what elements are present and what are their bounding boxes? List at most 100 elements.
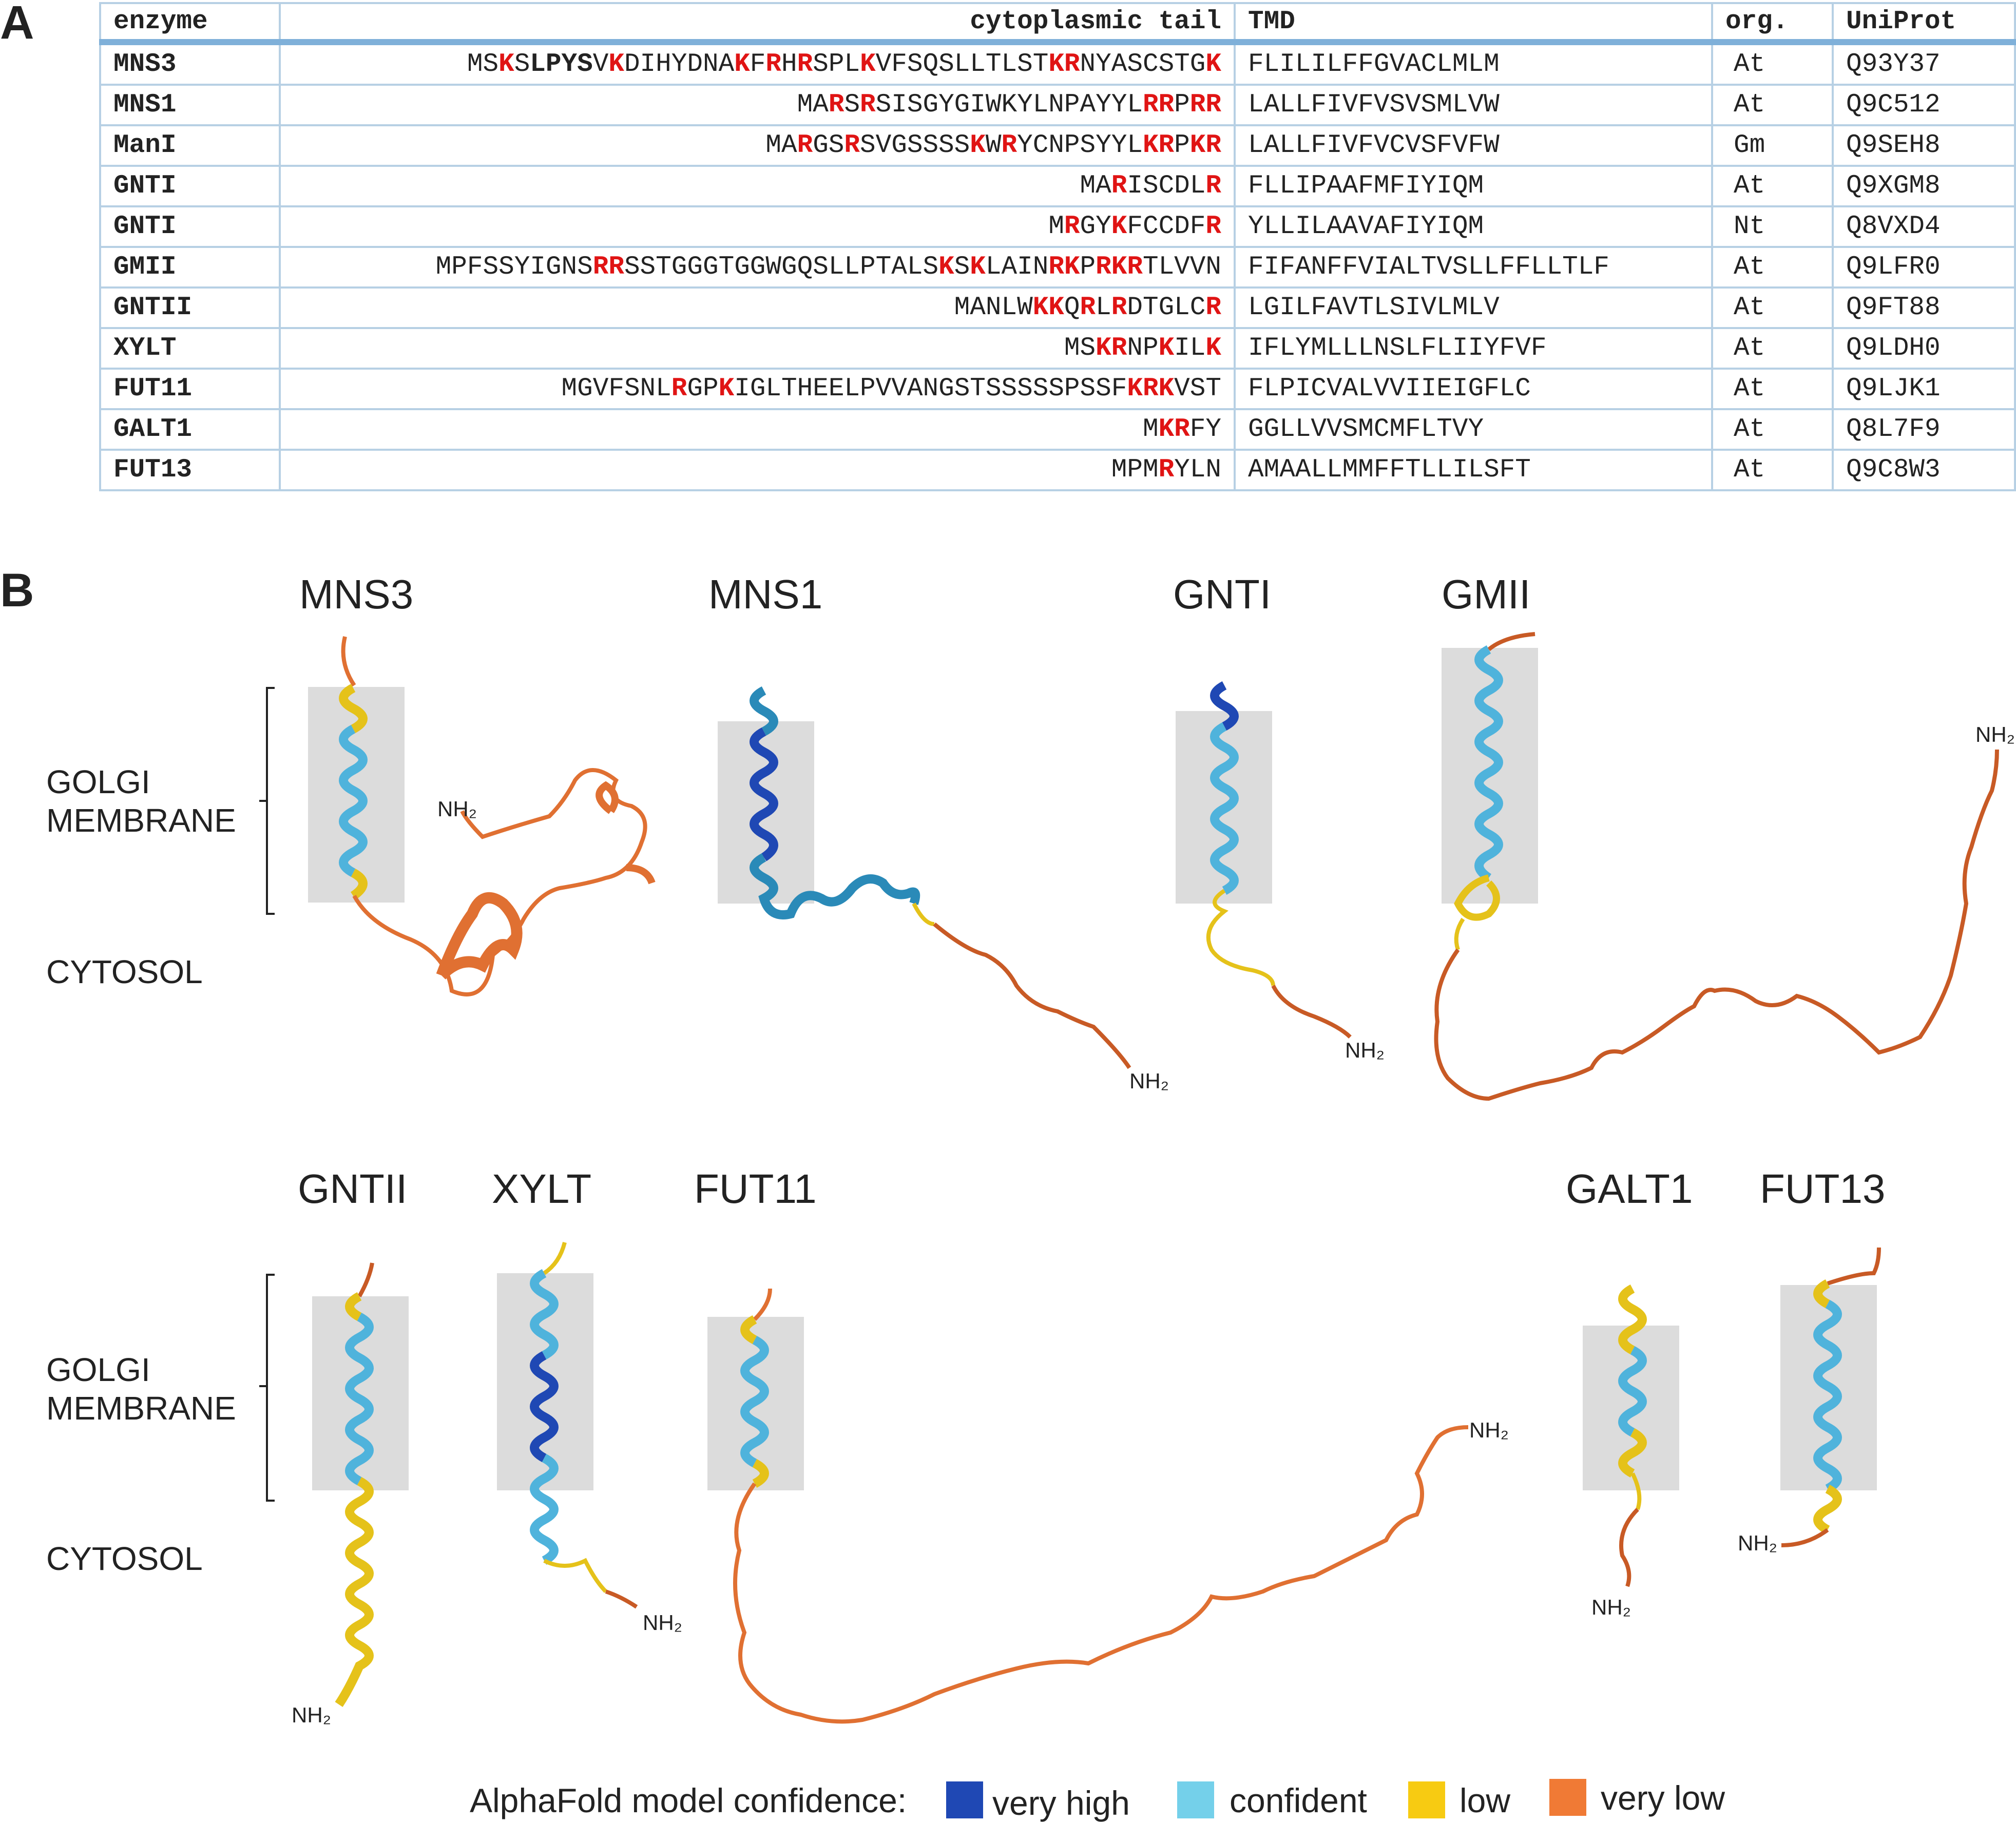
- organism-cell: Gm: [1711, 124, 1834, 167]
- basic-residue-highlight: R: [1158, 455, 1175, 485]
- enzyme-cell: ManI: [99, 124, 281, 167]
- golgi-label-row1-line2: MEMBRANE: [46, 802, 236, 839]
- sequence-segment: H: [781, 50, 797, 79]
- enzyme-cell: GNTI: [99, 165, 281, 207]
- basic-residue-highlight: R: [1080, 293, 1096, 322]
- basic-residue-highlight: KR: [1158, 415, 1190, 444]
- structure-label-gnti: GNTI: [1173, 571, 1271, 617]
- sequence-segment: GS: [813, 131, 844, 160]
- structure-galt1: NH₂: [1591, 1284, 1647, 1619]
- basic-residue-highlight: RK: [1048, 253, 1080, 282]
- cytoplasmic-tail-cell: MPMRYLN: [279, 449, 1236, 491]
- nh2-fut13: NH₂: [1738, 1531, 1777, 1555]
- sequence-segment: M: [1048, 212, 1064, 241]
- header-uniprot: UniProt: [1832, 2, 2016, 45]
- basic-residue-highlight: R: [1111, 171, 1127, 201]
- legend-swatch-low: [1408, 1781, 1445, 1818]
- sequence-segment: F: [750, 50, 766, 79]
- sequence-segment: NP: [1127, 334, 1159, 363]
- basic-residue-highlight: KR: [1189, 131, 1221, 160]
- structure-label-mns3: MNS3: [299, 571, 413, 617]
- sequence-segment: VFSQSLLTLST: [875, 50, 1049, 79]
- basic-residue-highlight: K: [1158, 334, 1175, 363]
- sequence-segment: MA: [797, 90, 829, 120]
- cytoplasmic-tail-cell: MPFSSYIGNSRRSSTGGGTGGWGQSLLPTALSKSKLAINR…: [279, 246, 1236, 289]
- uniprot-cell: Q9LJK1: [1832, 368, 2016, 410]
- organism-cell: At: [1711, 408, 1834, 451]
- sequence-segment: MS: [1064, 334, 1096, 363]
- uniprot-cell: Q93Y37: [1832, 41, 2016, 86]
- basic-residue-highlight: R: [1205, 293, 1221, 322]
- legend-title: AlphaFold model confidence:: [470, 1781, 907, 1819]
- basic-residue-highlight: R: [797, 131, 813, 160]
- uniprot-cell: Q8L7F9: [1832, 408, 2016, 451]
- sequence-segment: S: [514, 50, 530, 79]
- structure-fut13: NH₂: [1738, 1247, 1881, 1555]
- organism-cell: At: [1711, 327, 1834, 370]
- nh2-fut11: NH₂: [1469, 1418, 1509, 1442]
- organism-cell: At: [1711, 41, 1834, 86]
- legend-swatch-confident: [1177, 1781, 1214, 1818]
- header-org: org.: [1711, 2, 1834, 45]
- uniprot-cell: Q9XGM8: [1832, 165, 2016, 207]
- cytosol-label-row2: CYTOSOL: [46, 1540, 203, 1577]
- sequence-segment: IGLTHEELPVVANGSTSSSSSPSSF: [734, 374, 1127, 404]
- structure-gntii: NH₂: [292, 1262, 374, 1727]
- cytoplasmic-tail-cell: MARISCDLR: [279, 165, 1236, 207]
- sequence-segment: TLVVN: [1142, 253, 1221, 282]
- membrane-bracket-top: [259, 687, 275, 915]
- uniprot-cell: Q9LFR0: [1832, 246, 2016, 289]
- basic-residue-highlight: RR: [592, 253, 624, 282]
- structure-label-fut11: FUT11: [694, 1166, 817, 1212]
- basic-residue-highlight: KR: [1096, 334, 1127, 363]
- uniprot-cell: Q8VXD4: [1832, 205, 2016, 248]
- sequence-segment: P: [1174, 131, 1190, 160]
- cytoplasmic-tail-cell: MARGSRSVGSSSSKWRYCNPSYYLKRPKR: [279, 124, 1236, 167]
- structure-label-gmii: GMII: [1442, 571, 1530, 617]
- sequence-segment: L: [1096, 293, 1111, 322]
- enzyme-cell: GNTII: [99, 286, 281, 329]
- basic-residue-highlight: K: [1111, 212, 1127, 241]
- sequence-segment: YCNPSYYL: [1017, 131, 1143, 160]
- sequence-segment: SSTGGGTGGWGQSLLPTALS: [624, 253, 939, 282]
- sequence-segment: LAIN: [985, 253, 1049, 282]
- nh2-gmii: NH₂: [1975, 722, 2015, 746]
- basic-residue-highlight: R: [828, 90, 844, 120]
- nh2-mns3: NH₂: [437, 797, 477, 821]
- organism-cell: At: [1711, 368, 1834, 410]
- basic-residue-highlight: RR: [1142, 90, 1175, 120]
- structure-mns3: NH₂: [339, 636, 656, 996]
- tmd-cell: FIFANFFVIALTVSLLFFLLTLF: [1234, 246, 1713, 289]
- sequence-segment: W: [985, 131, 1002, 160]
- sequence-segment: GY: [1080, 212, 1111, 241]
- golgi-label-row2-line2: MEMBRANE: [46, 1390, 236, 1427]
- sequence-segment: SVGSSSS: [860, 131, 970, 160]
- nh2-galt1: NH₂: [1591, 1595, 1631, 1619]
- basic-residue-highlight: KK: [1032, 293, 1064, 322]
- nh2-mns1: NH₂: [1129, 1069, 1169, 1093]
- basic-residue-highlight: K: [1205, 50, 1221, 79]
- basic-residue-highlight: R: [1205, 171, 1221, 201]
- legend-label-very-high: very high: [992, 1784, 1130, 1822]
- tmd-cell: FLILILFFGVACLMLM: [1234, 41, 1713, 86]
- structure-label-xylt: XYLT: [492, 1166, 591, 1212]
- tmd-cell: LALLFIVFVSVSMLVW: [1234, 84, 1713, 126]
- sequence-segment: P: [1080, 253, 1096, 282]
- sequence-segment: M: [1142, 415, 1159, 444]
- golgi-label-row1-line1: GOLGI: [46, 763, 150, 800]
- organism-cell: Nt: [1711, 205, 1834, 248]
- basic-residue-highlight: R: [1001, 131, 1017, 160]
- structure-label-galt1: GALT1: [1566, 1166, 1693, 1212]
- sequence-segment: P: [1174, 90, 1190, 120]
- basic-residue-highlight: R: [765, 50, 782, 79]
- sequence-segment: Q: [1064, 293, 1080, 322]
- basic-residue-highlight: R: [671, 374, 687, 404]
- basic-residue-highlight: K: [860, 50, 876, 79]
- cytoplasmic-tail-cell: MKRFY: [279, 408, 1236, 451]
